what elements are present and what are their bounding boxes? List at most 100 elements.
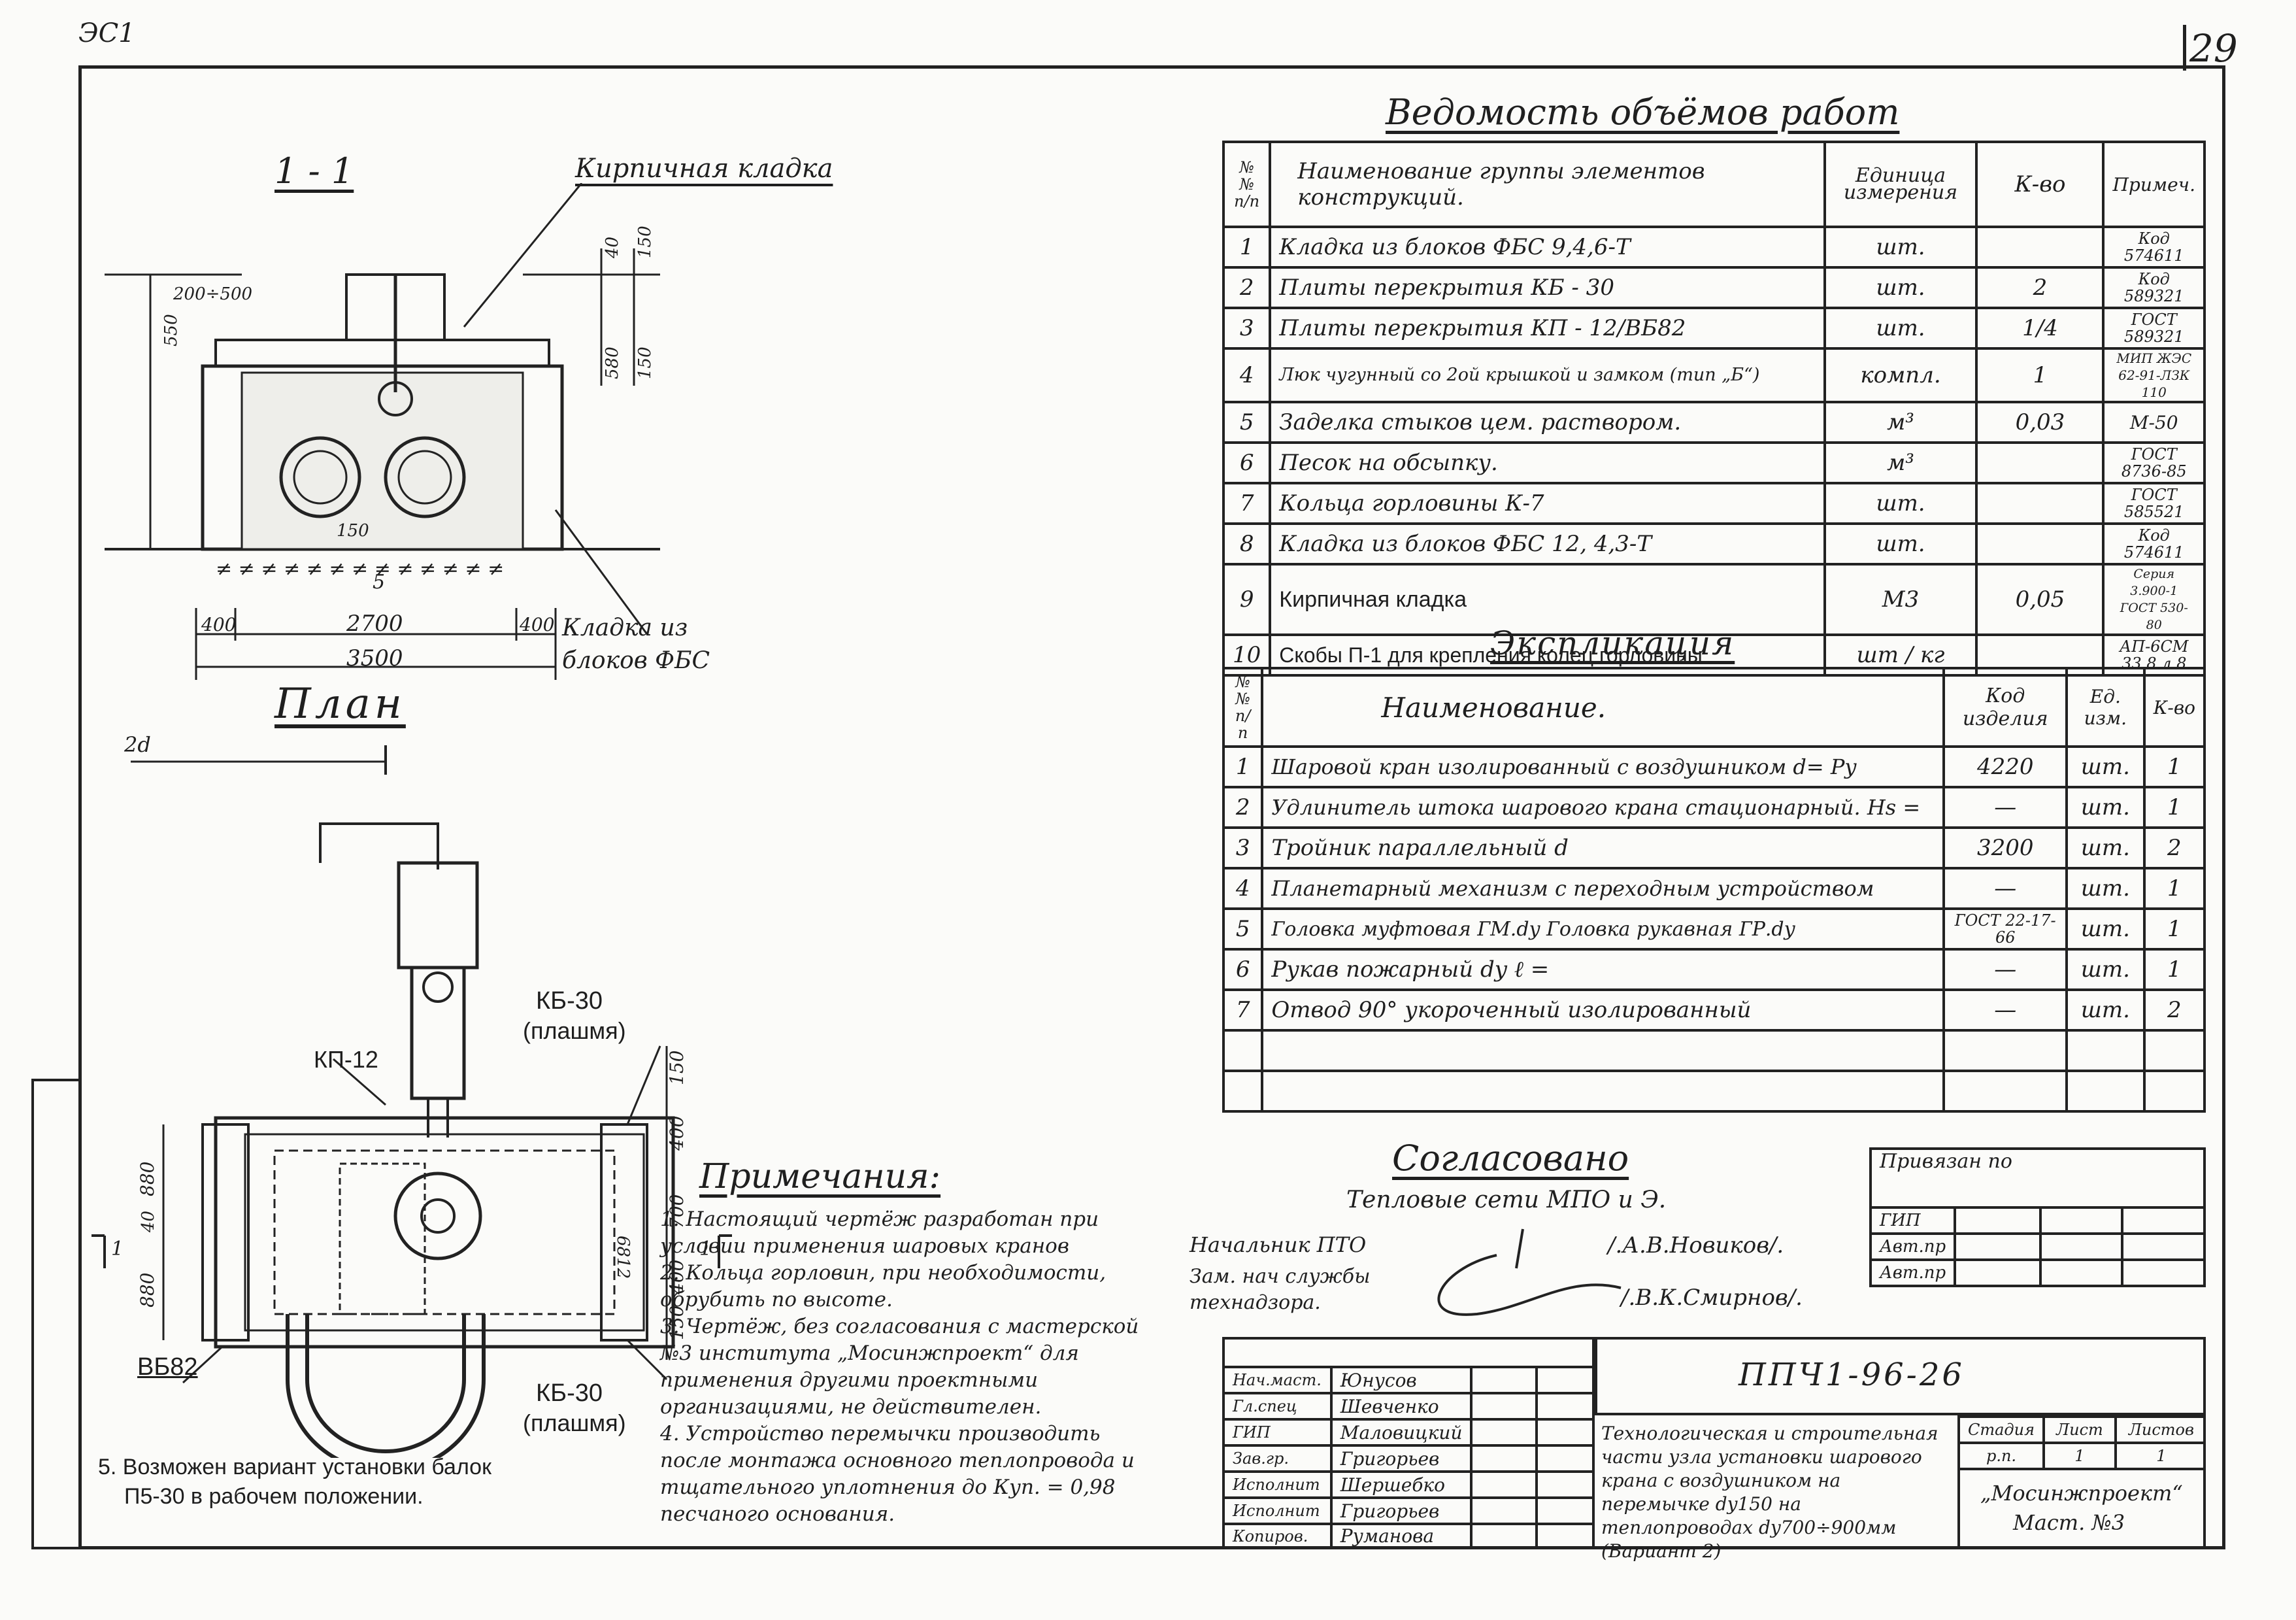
approval-name-2: /.В.К.Смирнов/.: [1621, 1285, 1803, 1311]
stamp-signature: [1470, 1392, 1538, 1421]
cell: 1: [2142, 745, 2206, 788]
sheets-header: Листов: [2114, 1415, 2206, 1444]
stamp-code-cell: [1595, 1337, 2206, 1415]
cell: —: [1942, 786, 2068, 829]
notes-list: 1. Настоящий чертёж разработан при услов…: [660, 1206, 1157, 1528]
cell: 6: [1222, 948, 1264, 991]
explication-row: [1222, 1070, 2206, 1113]
binding-gip: ГИП: [1869, 1206, 1957, 1235]
explication-hdr-num: №№ п/п: [1222, 667, 1264, 748]
explication-hdr-code: Код изделия: [1942, 667, 2068, 748]
cell: Код 574611: [2102, 522, 2206, 565]
dim-150-right: 150: [635, 346, 655, 379]
cell: —: [1942, 867, 2068, 910]
stamp-signature: [1470, 1470, 1538, 1499]
volumes-hdr-unit: Единица измерения: [1823, 141, 1978, 228]
stamp-signature: [1470, 1496, 1538, 1525]
brick-label: Кирпичная кладка: [575, 154, 833, 184]
stamp-signature: [1470, 1418, 1538, 1447]
cell: —: [1942, 988, 2068, 1032]
note-3: 3. Чертёж, без согласования с мастерской…: [660, 1315, 1139, 1419]
stamp-person: Юнусов: [1329, 1366, 1473, 1394]
volumes-header-row: №№ п/п Наименование группы элементов кон…: [1222, 141, 2206, 228]
svg-text:≠ ≠ ≠ ≠ ≠ ≠ ≠ ≠ ≠ ≠ ≠ ≠ ≠: ≠ ≠ ≠ ≠ ≠ ≠ ≠ ≠ ≠ ≠ ≠ ≠ ≠: [216, 558, 504, 581]
explication-row: [1222, 1029, 2206, 1072]
cell: 8: [1222, 522, 1272, 565]
cell: —: [1942, 948, 2068, 991]
approval-name-1: /.А.В.Новиков/.: [1608, 1232, 1784, 1258]
explication-header-row: №№ п/п Наименование. Код изделия Ед. изм…: [1222, 667, 2206, 748]
explication-hdr-name: Наименование.: [1261, 667, 1946, 748]
dim-400-right: 400: [519, 614, 554, 635]
stamp-person: Григорьев: [1329, 1496, 1473, 1525]
cell: [1954, 1206, 2042, 1235]
cell: шт.: [1823, 266, 1978, 309]
cell: Люк чугунный со 2ой крышкой и замком (ти…: [1269, 347, 1826, 403]
cell: [2121, 1206, 2206, 1235]
cell: [1261, 1070, 1946, 1113]
volumes-hdr-note: Примеч.: [2102, 141, 2206, 228]
stamp-stage-table: Стадия Лист Листов р.п. 1 1: [1957, 1415, 2206, 1470]
cell: 9: [1222, 563, 1272, 636]
cell: [1535, 1418, 1595, 1447]
cell: компл.: [1823, 347, 1978, 403]
cell: [1222, 1029, 1264, 1072]
cell: [1975, 482, 2105, 525]
cell: 2: [2142, 826, 2206, 869]
cell: ГОСТ 585521: [2102, 482, 2206, 525]
cell: Плиты перекрытия КП - 12/ВБ82: [1269, 307, 1826, 350]
stamp-person: Шершебко: [1329, 1470, 1473, 1499]
cell: [1954, 1258, 2042, 1287]
section-title: 1 - 1: [275, 150, 354, 192]
cell: шт.: [2065, 867, 2146, 910]
cell: 5: [1222, 401, 1272, 444]
cell: шт.: [1823, 522, 1978, 565]
cell: Код 574611: [2102, 226, 2206, 269]
binding-title: Привязан по: [1869, 1147, 2206, 1207]
note-1: 1. Настоящий чертёж разработан при услов…: [660, 1207, 1099, 1258]
cell: м³: [1823, 441, 1978, 484]
cell: 4: [1222, 867, 1264, 910]
cell: 3: [1222, 307, 1272, 350]
plan-dim-150a: 150: [666, 1051, 688, 1085]
plan-plashma-top: (плашмя): [523, 1017, 626, 1044]
dim-40: 40: [603, 237, 622, 259]
cell: 2: [2142, 988, 2206, 1032]
dim-150-top: 150: [635, 226, 655, 258]
cell: Головка муфтовая ГМ.dy Головка рукавная …: [1261, 907, 1946, 951]
plan-dim-880b: 880: [137, 1273, 158, 1308]
cell: шт.: [2065, 948, 2146, 991]
sheet-value: 1: [2042, 1442, 2117, 1470]
fbs-label-1: Кладка из: [562, 615, 688, 641]
notes-title: Примечания:: [699, 1157, 941, 1196]
cell: Кладка из блоков ФБС 9,4,6-Т: [1269, 226, 1826, 269]
plan-dim-150b: 150: [666, 1306, 688, 1340]
cell: МИП ЖЭС 62-91-ЛЗК 110: [2102, 347, 2206, 403]
cell: [2065, 1029, 2146, 1072]
cell: [1975, 441, 2105, 484]
plan-vb82-callout: ВБ82: [137, 1353, 198, 1381]
volumes-hdr-name: Наименование группы элементов конструкци…: [1269, 141, 1826, 228]
dim-5: 5: [373, 571, 385, 594]
binding-avt-1: Авт.пр: [1869, 1232, 1957, 1261]
cell: шт.: [2065, 826, 2146, 869]
cell: [1975, 522, 2105, 565]
plan-dim-400b: 400: [666, 1260, 688, 1295]
cell: [1223, 1337, 1595, 1368]
approval-title: Согласовано: [1392, 1138, 1629, 1179]
plan-arrow-left: 1: [111, 1238, 124, 1260]
cell: Кладка из блоков ФБС 12, 4,3-Т: [1269, 522, 1826, 565]
cell: Серия 3.900-1 ГОСТ 530-80: [2102, 563, 2206, 636]
stamp-signature: [1470, 1366, 1538, 1394]
plan-plashma-bottom: (плашмя): [523, 1409, 626, 1436]
